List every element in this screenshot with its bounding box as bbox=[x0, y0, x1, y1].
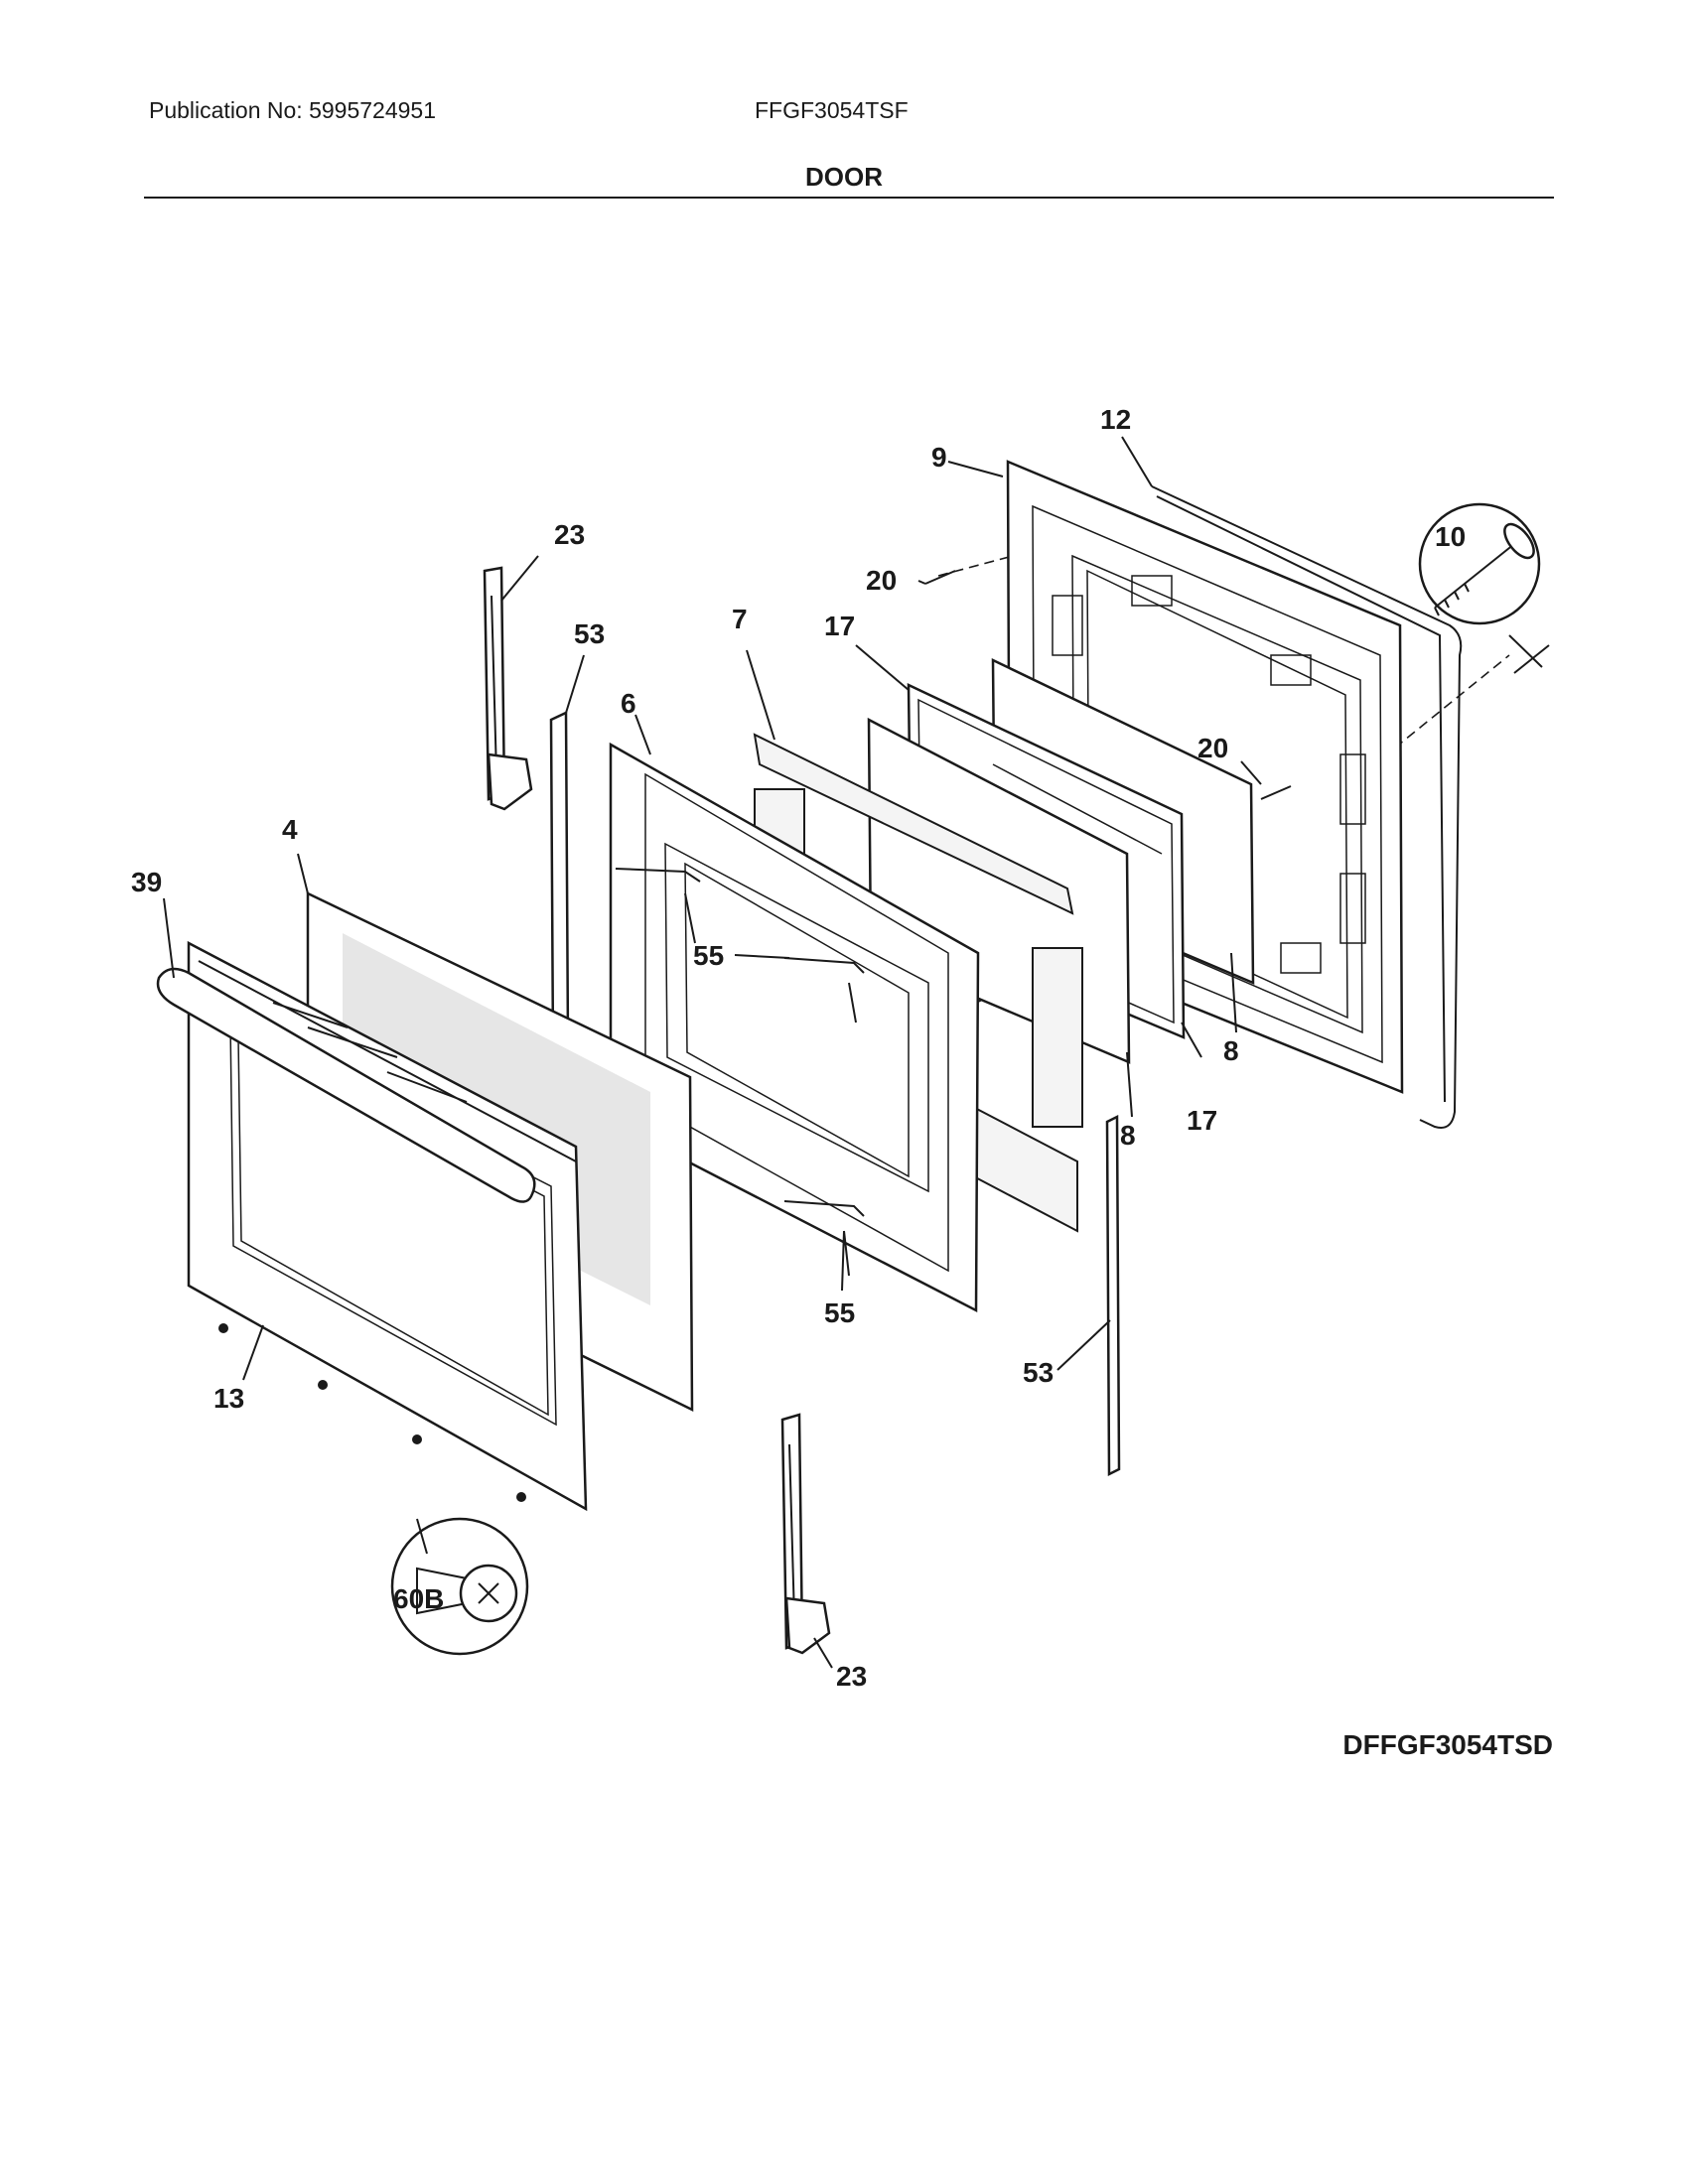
door-stop-part-20-upper bbox=[924, 570, 956, 585]
door-stop-part-20-lower bbox=[1260, 785, 1292, 800]
door-handle-part-39 bbox=[156, 967, 536, 1203]
callout-4: 4 bbox=[282, 814, 298, 845]
door-trim-part-53-left bbox=[549, 711, 570, 1053]
hinge-receiver-part-55-lower bbox=[783, 1200, 865, 1277]
callout-12: 12 bbox=[1100, 404, 1131, 435]
callout-8-center: 8 bbox=[1120, 1120, 1136, 1151]
hinge-receiver-part-55-upper bbox=[615, 868, 865, 1024]
callout-39: 39 bbox=[131, 867, 162, 897]
screw-detail-part-10 bbox=[1418, 502, 1550, 674]
callout-17-upper: 17 bbox=[824, 611, 855, 641]
callout-53-left: 53 bbox=[574, 618, 605, 649]
callout-23-lower: 23 bbox=[836, 1661, 867, 1692]
door-hinge-part-23-upper bbox=[483, 566, 533, 811]
callout-53-right: 53 bbox=[1023, 1357, 1054, 1388]
inner-door-panel-part-6 bbox=[609, 742, 980, 1313]
outer-door-panel-part-13 bbox=[187, 940, 588, 1512]
model-number: FFGF3054TSF bbox=[755, 97, 909, 123]
callout-55-lower: 55 bbox=[824, 1297, 855, 1328]
callout-55-upper: 55 bbox=[693, 940, 724, 971]
callout-13: 13 bbox=[213, 1383, 244, 1414]
callout-20-lower: 20 bbox=[1197, 733, 1228, 763]
assembly-axis-upper bbox=[937, 555, 1014, 577]
callout-6: 6 bbox=[621, 688, 636, 719]
callout-8-right: 8 bbox=[1223, 1035, 1239, 1066]
diagram-code: DFFGF3054TSD bbox=[1342, 1729, 1553, 1760]
header-rule bbox=[144, 197, 1554, 199]
callout-7: 7 bbox=[732, 604, 748, 634]
publication-number: Publication No: 5995724951 bbox=[149, 97, 437, 123]
screw-detail-part-60b bbox=[390, 1517, 529, 1656]
section-title: DOOR bbox=[805, 162, 883, 192]
callout-23-upper: 23 bbox=[554, 519, 585, 550]
door-trim-part-53-right bbox=[1105, 1114, 1121, 1477]
callout-10: 10 bbox=[1435, 521, 1466, 552]
door-gasket-part-12 bbox=[1151, 485, 1463, 1129]
callout-20-upper: 20 bbox=[866, 565, 897, 596]
callout-9: 9 bbox=[931, 442, 947, 473]
door-hinge-part-23-lower bbox=[780, 1413, 831, 1655]
callout-17-lower: 17 bbox=[1187, 1105, 1217, 1136]
callout-60b: 60B bbox=[393, 1583, 444, 1614]
leader-lines bbox=[163, 436, 1262, 1669]
